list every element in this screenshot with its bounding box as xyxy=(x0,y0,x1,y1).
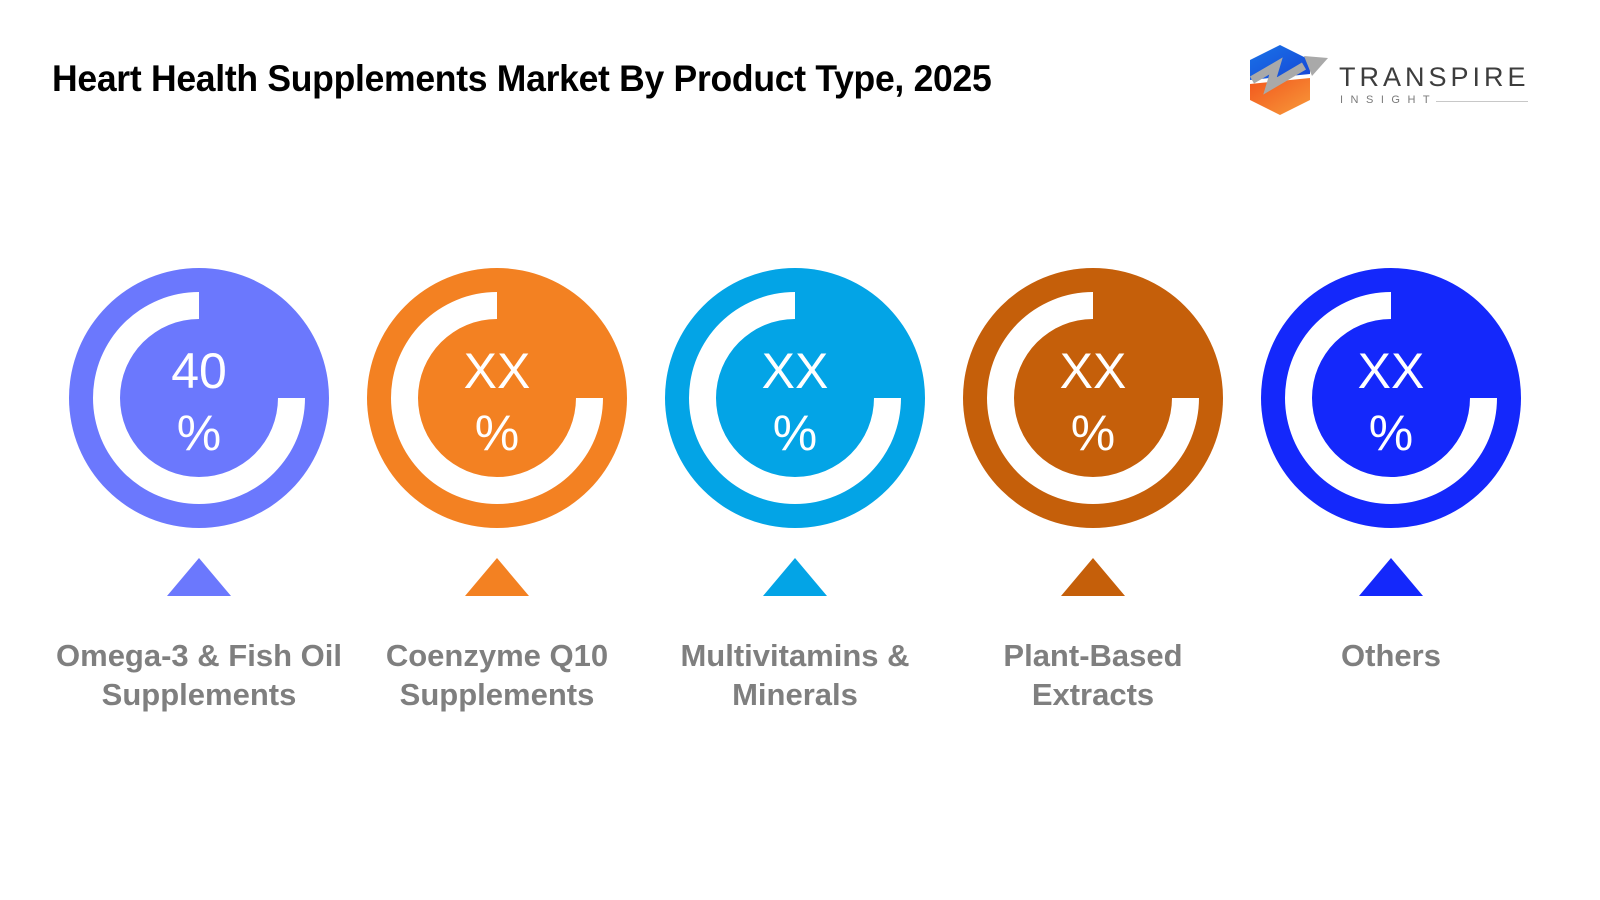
segment-label: Multivitamins & Minerals xyxy=(625,636,965,714)
triangle-marker-icon xyxy=(167,558,231,596)
ring-gauge-icon xyxy=(367,268,627,528)
segment-value: XX xyxy=(1357,343,1425,399)
ring-gauge-icon xyxy=(665,268,925,528)
segment-label: Plant-Based Extracts xyxy=(923,636,1263,714)
gauge-disc: 40 % xyxy=(69,268,329,528)
page-title: Heart Health Supplements Market By Produ… xyxy=(52,58,992,99)
logo-divider xyxy=(1436,101,1528,102)
triangle-marker-icon xyxy=(465,558,529,596)
triangle-marker-icon xyxy=(1061,558,1125,596)
segment-value: XX xyxy=(1059,343,1127,399)
segment-label-line2: Supplements xyxy=(399,677,595,712)
segment-label: Omega-3 & Fish Oil Supplements xyxy=(29,636,369,714)
ring-gauge-icon xyxy=(963,268,1223,528)
segment-label: Others xyxy=(1221,636,1561,675)
segment-label-line2: Supplements xyxy=(101,677,297,712)
segment-unit: % xyxy=(176,405,222,461)
hexagon-arrow-logo-icon xyxy=(1249,45,1328,115)
segment-label: Coenzyme Q10 Supplements xyxy=(327,636,667,714)
ring-gauge-icon xyxy=(69,268,329,528)
segment-label-line1: Multivitamins & xyxy=(680,638,910,673)
triangle-marker-icon xyxy=(763,558,827,596)
segment-value: 40 xyxy=(171,343,227,399)
brand-logo: TRANSPIRE INSIGHT xyxy=(1246,44,1536,118)
gauge-disc: XX % xyxy=(665,268,925,528)
gauge-disc: XX % xyxy=(1261,268,1521,528)
logo-subtitle: INSIGHT xyxy=(1340,94,1438,106)
segment-label-line1: Others xyxy=(1341,638,1441,673)
segment-unit: % xyxy=(1368,405,1414,461)
segment-value: XX xyxy=(761,343,829,399)
segment-unit: % xyxy=(1070,405,1116,461)
gauge-disc: XX % xyxy=(963,268,1223,528)
gauge-disc: XX % xyxy=(367,268,627,528)
segment-value: XX xyxy=(463,343,531,399)
triangle-marker-icon xyxy=(1359,558,1423,596)
segment-unit: % xyxy=(474,405,520,461)
segment-label-line1: Omega-3 & Fish Oil xyxy=(56,638,342,673)
segment-label-line1: Coenzyme Q10 xyxy=(385,638,609,673)
segment-label-line2: Minerals xyxy=(732,677,858,712)
ring-gauge-icon xyxy=(1261,268,1521,528)
segment-label-line2: Extracts xyxy=(1031,677,1155,712)
segment-unit: % xyxy=(772,405,818,461)
logo-name: TRANSPIRE xyxy=(1339,62,1530,92)
segment-label-line1: Plant-Based xyxy=(1003,638,1183,673)
